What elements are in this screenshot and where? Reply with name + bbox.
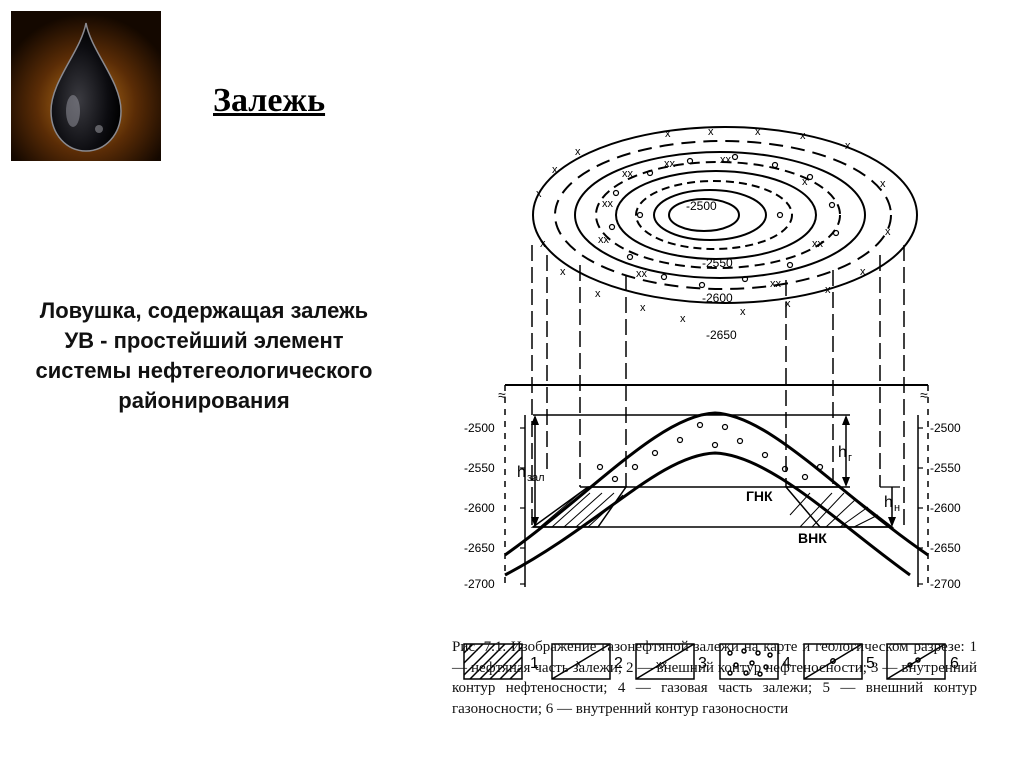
h-zal-label: h bbox=[517, 464, 526, 481]
legend-number: 2 bbox=[614, 655, 623, 672]
svg-text:x: x bbox=[560, 266, 566, 278]
legend-number: 5 bbox=[866, 655, 875, 672]
svg-text:x: x bbox=[576, 658, 582, 670]
contour-label: -2500 bbox=[686, 199, 717, 213]
depth-label-right: -2500 bbox=[930, 421, 961, 435]
legend-number: 4 bbox=[782, 655, 791, 672]
svg-text:x: x bbox=[536, 188, 542, 200]
depth-label-left: -2600 bbox=[464, 501, 495, 515]
svg-text:x: x bbox=[575, 146, 581, 158]
legend-item-outer-oil-contour: x bbox=[551, 643, 611, 680]
figure-caption: Рис. 7.1. Изображение газонефтяной залеж… bbox=[452, 639, 977, 717]
svg-text:x: x bbox=[640, 302, 646, 314]
legend-item-gas bbox=[719, 643, 779, 680]
svg-text:x: x bbox=[552, 164, 558, 176]
depth-label-right: -2550 bbox=[930, 461, 961, 475]
svg-text:x: x bbox=[785, 298, 791, 310]
depth-label-left: -2550 bbox=[464, 461, 495, 475]
svg-text:x: x bbox=[755, 126, 761, 138]
svg-text:xx: xx bbox=[656, 659, 668, 671]
svg-text:x: x bbox=[845, 140, 851, 152]
svg-text:x: x bbox=[740, 306, 746, 318]
slide-body-text: Ловушка, содержащая залежь УВ - простейш… bbox=[35, 298, 373, 413]
h-zal-subscript: зал bbox=[527, 472, 545, 484]
legend-number: 1 bbox=[530, 655, 539, 672]
cross-section: ≈≈ bbox=[464, 384, 961, 591]
structure-map bbox=[532, 126, 918, 304]
h-g-label: h bbox=[838, 444, 847, 461]
contour-label: -2600 bbox=[702, 291, 733, 305]
depth-label-left: -2650 bbox=[464, 541, 495, 555]
svg-text:x: x bbox=[802, 176, 808, 188]
depth-label-right: -2600 bbox=[930, 501, 961, 515]
oil-drop-icon bbox=[11, 11, 161, 161]
depth-label-right: -2650 bbox=[930, 541, 961, 555]
svg-text:x: x bbox=[800, 130, 806, 142]
legend-item-oil bbox=[463, 643, 523, 680]
slide-title: Залежь bbox=[213, 82, 326, 119]
svg-text:x: x bbox=[540, 238, 546, 250]
svg-text:xx: xx bbox=[598, 234, 610, 246]
svg-text:≈: ≈ bbox=[498, 387, 506, 403]
svg-text:x: x bbox=[708, 126, 714, 138]
legend-number: 3 bbox=[698, 655, 707, 672]
svg-text:x: x bbox=[885, 226, 891, 238]
svg-text:xx: xx bbox=[770, 278, 782, 290]
gnk-label: ГНК bbox=[746, 488, 773, 504]
legend-item-inner-gas-contour bbox=[886, 643, 946, 680]
vnk-label: ВНК bbox=[798, 530, 827, 546]
svg-text:x: x bbox=[880, 178, 886, 190]
legend: x xx 1 2 3 4 5 6 bbox=[463, 643, 959, 680]
contour-label: -2650 bbox=[706, 328, 737, 342]
svg-text:xx: xx bbox=[664, 158, 676, 170]
contour-labels: -2500 -2550 -2600 -2650 bbox=[686, 199, 737, 342]
svg-text:x: x bbox=[665, 128, 671, 140]
svg-text:x: x bbox=[595, 288, 601, 300]
legend-item-inner-oil-contour: xx bbox=[635, 643, 695, 680]
h-n-label: h bbox=[884, 494, 893, 511]
svg-text:≈: ≈ bbox=[920, 387, 928, 403]
svg-text:x: x bbox=[860, 266, 866, 278]
svg-text:xx: xx bbox=[636, 268, 648, 280]
depth-label-right: -2700 bbox=[930, 577, 961, 591]
depth-label-left: -2500 bbox=[464, 421, 495, 435]
legend-number: 6 bbox=[950, 655, 959, 672]
oil-drop-logo bbox=[11, 11, 161, 161]
legend-item-outer-gas-contour bbox=[803, 643, 863, 680]
svg-text:xx: xx bbox=[720, 154, 732, 166]
svg-text:xx: xx bbox=[812, 238, 824, 250]
svg-text:xx: xx bbox=[622, 168, 634, 180]
depth-label-left: -2700 bbox=[464, 577, 495, 591]
h-g-subscript: г bbox=[848, 452, 852, 464]
svg-text:x: x bbox=[825, 284, 831, 296]
h-n-subscript: н bbox=[894, 502, 900, 514]
contour-label: -2550 bbox=[702, 256, 733, 270]
svg-text:x: x bbox=[680, 313, 686, 325]
svg-text:xx: xx bbox=[602, 198, 614, 210]
